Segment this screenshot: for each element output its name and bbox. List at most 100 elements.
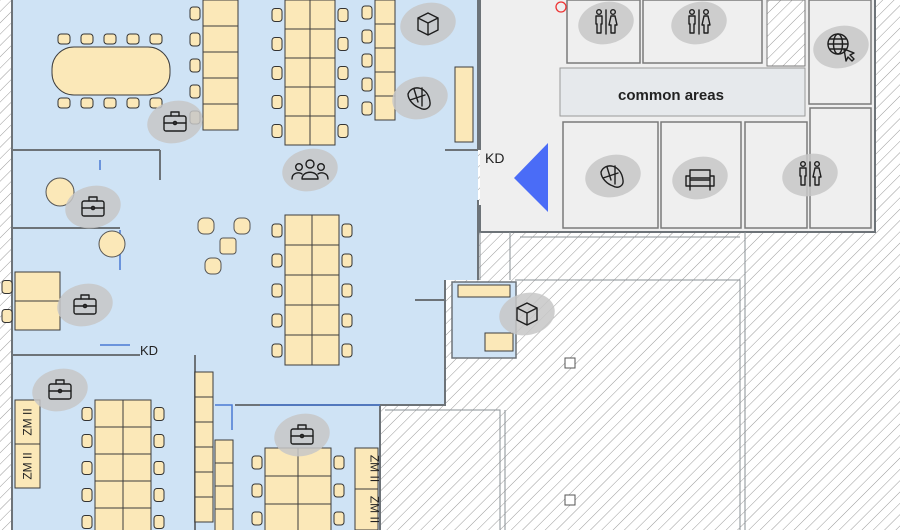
desk[interactable] (309, 86, 336, 117)
desk[interactable] (284, 304, 313, 336)
office-outer-wall (11, 0, 479, 530)
box-icon[interactable] (396, 0, 460, 50)
desk[interactable] (122, 480, 152, 509)
chair (153, 434, 165, 448)
desk[interactable] (284, 115, 311, 146)
chair (271, 95, 283, 109)
chair (189, 84, 201, 99)
desk[interactable] (374, 23, 396, 49)
desk[interactable] (311, 214, 340, 246)
desk[interactable] (202, 103, 239, 131)
desk[interactable] (309, 57, 336, 88)
desk[interactable] (14, 271, 61, 302)
desk[interactable] (194, 371, 214, 398)
corridor-common (559, 67, 806, 117)
desk[interactable] (309, 0, 336, 30)
desk[interactable] (214, 485, 234, 510)
desk[interactable] (309, 28, 336, 59)
box-icon[interactable] (495, 288, 559, 341)
office-area (12, 0, 478, 530)
desk[interactable] (214, 439, 234, 464)
desk[interactable] (284, 28, 311, 59)
chair (251, 455, 263, 470)
desk[interactable] (311, 334, 340, 366)
desk[interactable] (284, 274, 313, 306)
chair (333, 483, 345, 498)
kd-label-entrance: KD (485, 150, 504, 166)
desk[interactable] (122, 426, 152, 455)
restroom-icon[interactable] (667, 0, 731, 49)
chair (361, 29, 373, 44)
desk[interactable] (94, 453, 124, 482)
desk[interactable] (284, 244, 313, 276)
globe-cursor-icon[interactable] (809, 21, 873, 74)
croissant-icon[interactable] (388, 72, 452, 125)
chair (149, 33, 163, 45)
restroom-icon[interactable] (574, 0, 638, 49)
chair (153, 515, 165, 529)
desk[interactable] (309, 115, 336, 146)
desk[interactable] (284, 334, 313, 366)
desk[interactable] (194, 471, 214, 498)
desk[interactable] (264, 475, 299, 505)
desk[interactable] (374, 0, 396, 25)
desk[interactable] (202, 51, 239, 79)
desk[interactable] (311, 304, 340, 336)
briefcase-icon[interactable] (28, 364, 92, 417)
chair (341, 223, 353, 238)
desk[interactable] (284, 214, 313, 246)
chair (271, 124, 283, 138)
people-icon[interactable] (278, 144, 342, 197)
desk[interactable] (374, 71, 396, 97)
desk[interactable] (284, 57, 311, 88)
desk[interactable] (214, 462, 234, 487)
chair (271, 66, 283, 80)
meeting-table[interactable] (51, 46, 171, 96)
desk[interactable] (194, 446, 214, 473)
desk[interactable] (214, 508, 234, 530)
croissant-icon[interactable] (581, 150, 645, 203)
desk[interactable] (297, 475, 332, 505)
desk[interactable] (284, 0, 311, 30)
desk[interactable] (194, 396, 214, 423)
location-marker-arrow[interactable] (514, 143, 548, 212)
desk[interactable] (264, 503, 299, 530)
desk[interactable] (94, 480, 124, 509)
chair (271, 283, 283, 298)
desk[interactable] (94, 507, 124, 530)
desk[interactable] (94, 426, 124, 455)
chair (341, 313, 353, 328)
chair (153, 488, 165, 502)
desk[interactable] (194, 421, 214, 448)
chair (126, 33, 140, 45)
desk[interactable] (311, 244, 340, 276)
chair (57, 33, 71, 45)
desk[interactable] (202, 77, 239, 105)
desk[interactable] (122, 399, 152, 428)
desk[interactable] (297, 503, 332, 530)
desk[interactable] (194, 496, 214, 523)
desk[interactable] (122, 507, 152, 530)
desk[interactable] (311, 274, 340, 306)
room-storage-hatched (766, 0, 806, 67)
restroom-icon[interactable] (778, 149, 842, 202)
desk[interactable] (284, 86, 311, 117)
briefcase-icon[interactable] (270, 409, 334, 462)
column (564, 357, 576, 369)
desk[interactable] (14, 300, 61, 331)
chair (333, 511, 345, 526)
briefcase-icon[interactable] (143, 96, 207, 149)
desk[interactable] (202, 25, 239, 53)
storage-cabinet (14, 443, 41, 489)
briefcase-icon[interactable] (53, 279, 117, 332)
desk[interactable] (374, 95, 396, 121)
desk[interactable] (374, 47, 396, 73)
chair (81, 515, 93, 529)
chair (361, 5, 373, 20)
armchair-icon[interactable] (668, 152, 732, 205)
briefcase-icon[interactable] (61, 181, 125, 234)
chair (271, 253, 283, 268)
desk[interactable] (94, 399, 124, 428)
desk[interactable] (202, 0, 239, 27)
desk[interactable] (122, 453, 152, 482)
